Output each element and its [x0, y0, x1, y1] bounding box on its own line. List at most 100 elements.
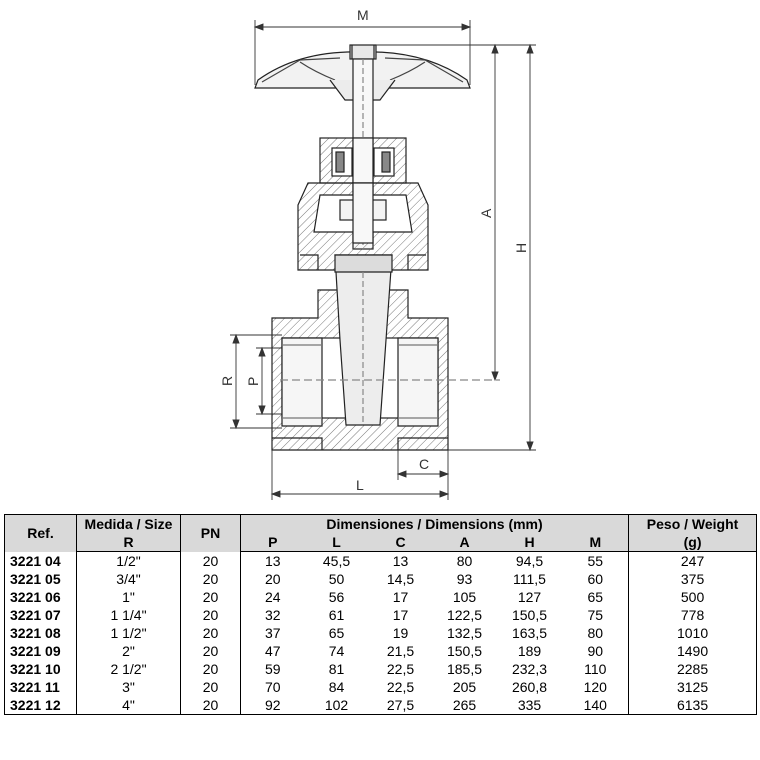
cell-weight: 1010	[628, 624, 758, 642]
cell-m: 120	[562, 678, 630, 696]
cell-l: 61	[328, 607, 345, 623]
header-dimensions: Dimensiones / Dimensions (mm)	[239, 514, 630, 533]
cell-a: 80	[456, 553, 473, 569]
cell-pn: 20	[180, 696, 241, 715]
cell-size: 3/4"	[76, 570, 181, 588]
header-size-r: R	[76, 533, 181, 552]
cell-a: 185,5	[446, 661, 483, 677]
cell-pn: 20	[180, 678, 241, 696]
cell-l: 81	[328, 661, 345, 677]
cell-h: 111,5	[513, 571, 546, 587]
cell-h: 189	[517, 643, 542, 659]
cell-l: 84	[328, 679, 345, 695]
dim-label-r: R	[219, 376, 235, 386]
dim-label-c: C	[419, 456, 429, 472]
cell-a: 150,5	[446, 643, 483, 659]
cell-c: 19	[392, 625, 409, 641]
cell-c: 22,5	[386, 661, 415, 677]
cell-p: 13	[240, 551, 305, 570]
cell-ref: 3221 11	[4, 678, 77, 696]
cell-h: 163,5	[511, 625, 548, 641]
cell-weight: 1490	[628, 642, 758, 660]
cell-size: 1"	[76, 588, 181, 606]
cell-ref: 3221 12	[4, 696, 77, 715]
cell-pn: 20	[180, 624, 241, 642]
cell-p: 59	[240, 660, 305, 678]
cell-m: 75	[562, 606, 630, 624]
header-dim-l: L	[304, 533, 369, 552]
cell-p: 37	[240, 624, 305, 642]
cell-pn: 20	[180, 570, 241, 588]
cell-l: 102	[304, 696, 369, 715]
dim-label-p: P	[245, 377, 261, 386]
bonnet	[297, 182, 429, 271]
packing-gland	[319, 137, 407, 184]
cell-size: 4"	[76, 696, 181, 715]
cell-ref: 3221 10	[4, 660, 77, 678]
cell-ref: 3221 07	[4, 606, 77, 624]
cell-m: 80	[562, 624, 630, 642]
cell-m: 65	[562, 588, 630, 606]
cell-size: 1 1/2"	[76, 624, 181, 642]
cell-size: 3"	[76, 678, 181, 696]
cell-a: 205	[452, 679, 477, 695]
header-dim-a: A	[432, 533, 497, 552]
cell-ref: 3221 08	[4, 624, 77, 642]
cell-p: 32	[240, 606, 305, 624]
cell-pn: 20	[180, 588, 241, 606]
cell-a: 122,5	[446, 607, 483, 623]
header-pn: PN	[180, 514, 241, 552]
dimension-lines	[230, 20, 536, 500]
cell-pn: 20	[180, 606, 241, 624]
cell-m: 55	[562, 551, 630, 570]
gate-valve-drawing: M A H R P C L	[219, 7, 536, 500]
dim-label-l: L	[356, 477, 364, 493]
cell-ref: 3221 06	[4, 588, 77, 606]
cell-l: 50	[328, 571, 345, 587]
header-weight-unit: (g)	[628, 533, 758, 552]
cell-pn: 20	[180, 551, 241, 570]
valve-body	[271, 254, 500, 451]
spec-table: Ref. Medida / Size PN Dimensiones / Dime…	[4, 514, 758, 715]
cell-ref: 3221 05	[4, 570, 77, 588]
cell-c: 21,5	[386, 643, 415, 659]
cell-weight: 6135	[628, 696, 758, 715]
cell-weight: 375	[628, 570, 758, 588]
cell-p: 47	[240, 642, 305, 660]
cell-c: 22,5	[386, 679, 415, 695]
cell-h: 260,8	[511, 679, 548, 695]
cell-weight: 500	[628, 588, 758, 606]
cell-p: 70	[240, 678, 305, 696]
cell-l: 56	[328, 589, 345, 605]
cell-ref: 3221 09	[4, 642, 77, 660]
cell-l: 74	[328, 643, 345, 659]
header-dim-c: C	[368, 533, 433, 552]
cell-c: 27,5	[368, 696, 433, 715]
cell-c: 17	[392, 589, 409, 605]
cell-pn: 20	[180, 642, 241, 660]
cell-m: 60	[562, 570, 630, 588]
cell-weight: 3125	[628, 678, 758, 696]
cell-a: 132,5	[446, 625, 483, 641]
cell-l: 65	[328, 625, 345, 641]
cell-p: 92	[240, 696, 305, 715]
cell-size: 2 1/2"	[76, 660, 181, 678]
header-dim-p: P	[240, 533, 305, 552]
cell-weight: 778	[628, 606, 758, 624]
header-ref: Ref.	[4, 514, 77, 552]
cell-h: 335	[496, 696, 563, 715]
cell-p: 24	[240, 588, 305, 606]
cell-a: 105	[452, 589, 477, 605]
dim-label-a: A	[478, 208, 494, 218]
cell-size: 2"	[76, 642, 181, 660]
dim-label-h: H	[513, 243, 529, 253]
